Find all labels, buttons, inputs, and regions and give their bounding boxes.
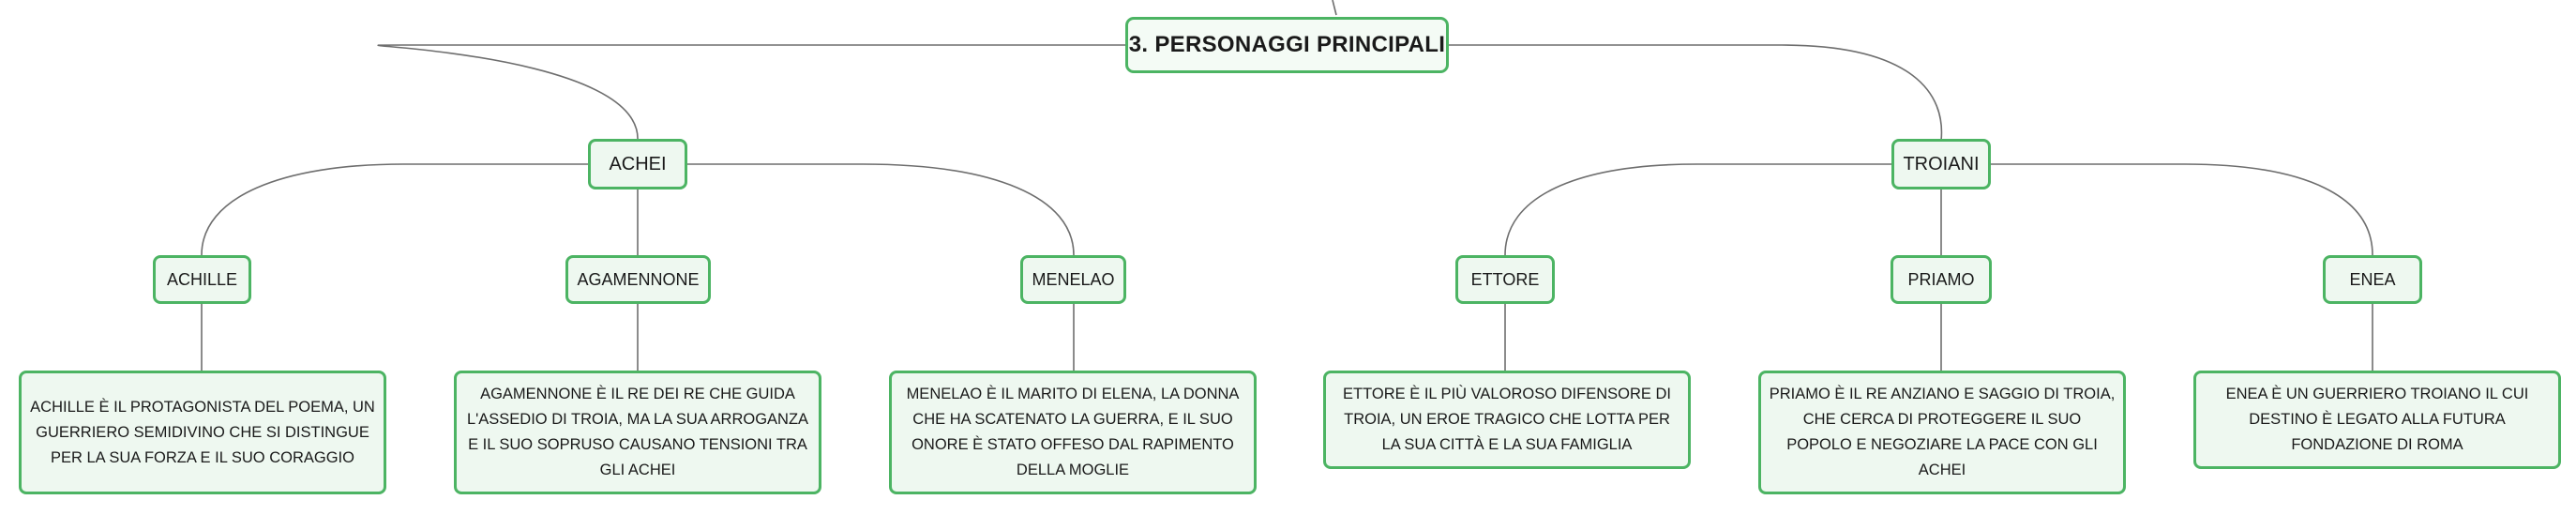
- description-text: PRIAMO È IL RE ANZIANO E SAGGIO DI TROIA…: [1769, 386, 2116, 478]
- group-node-achei[interactable]: ACHEI: [588, 139, 687, 189]
- character-node-achille[interactable]: ACHILLE: [153, 255, 251, 304]
- character-node-enea[interactable]: ENEA: [2323, 255, 2422, 304]
- description-text: ENEA È UN GUERRIERO TROIANO IL CUI DESTI…: [2225, 386, 2529, 453]
- description-text: ETTORE È IL PIÙ VALOROSO DIFENSORE DI TR…: [1343, 386, 1671, 453]
- description-text: MENELAO È IL MARITO DI ELENA, LA DONNA C…: [906, 386, 1240, 478]
- description-node-enea[interactable]: ENEA È UN GUERRIERO TROIANO IL CUI DESTI…: [2193, 371, 2561, 469]
- description-text: ACHILLE È IL PROTAGONISTA DEL POEMA, UN …: [30, 398, 375, 466]
- character-node-agamennone[interactable]: AGAMENNONE: [565, 255, 711, 304]
- description-node-ettore[interactable]: ETTORE È IL PIÙ VALOROSO DIFENSORE DI TR…: [1323, 371, 1691, 469]
- root-node[interactable]: 3. PERSONAGGI PRINCIPALI: [1125, 17, 1449, 73]
- description-node-priamo[interactable]: PRIAMO È IL RE ANZIANO E SAGGIO DI TROIA…: [1758, 371, 2126, 494]
- character-node-priamo[interactable]: PRIAMO: [1891, 255, 1992, 304]
- group-node-troiani[interactable]: TROIANI: [1891, 139, 1991, 189]
- description-node-menelao[interactable]: MENELAO È IL MARITO DI ELENA, LA DONNA C…: [889, 371, 1257, 494]
- character-node-ettore[interactable]: ETTORE: [1455, 255, 1555, 304]
- character-node-menelao[interactable]: MENELAO: [1020, 255, 1126, 304]
- description-text: AGAMENNONE È IL RE DEI RE CHE GUIDA L'AS…: [466, 386, 809, 478]
- description-node-achille[interactable]: ACHILLE È IL PROTAGONISTA DEL POEMA, UN …: [19, 371, 386, 494]
- description-node-agamennone[interactable]: AGAMENNONE È IL RE DEI RE CHE GUIDA L'AS…: [454, 371, 821, 494]
